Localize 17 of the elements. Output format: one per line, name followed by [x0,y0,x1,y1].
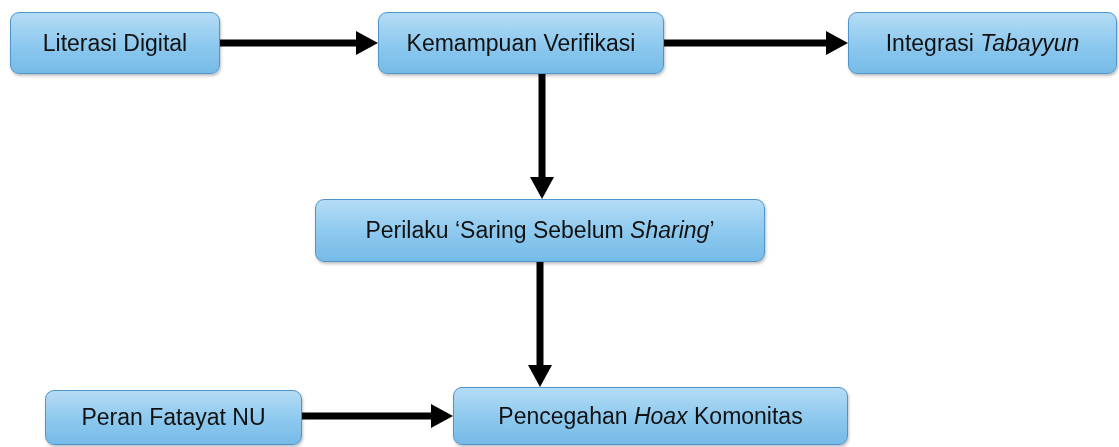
process-box [315,199,765,262]
arrow [530,74,554,199]
arrow [302,404,453,428]
process-box [848,12,1117,74]
process-box [10,12,220,74]
arrow [220,31,378,55]
box-label: Perilaku ‘Saring Sebelum Sharing’ [365,217,715,244]
box-label: Integrasi Tabayyun [885,29,1080,57]
box-label: Peran Fatayat NU [81,404,266,431]
box-label: Pencegahan Hoax Komonitas [498,402,803,430]
box-label: Kemampuan Verifikasi [406,29,636,57]
process-box [378,12,664,74]
process-box [453,387,848,445]
box-label: Literasi Digital [42,29,188,57]
arrow [664,31,848,55]
process-box [45,390,302,445]
arrow [528,262,552,387]
